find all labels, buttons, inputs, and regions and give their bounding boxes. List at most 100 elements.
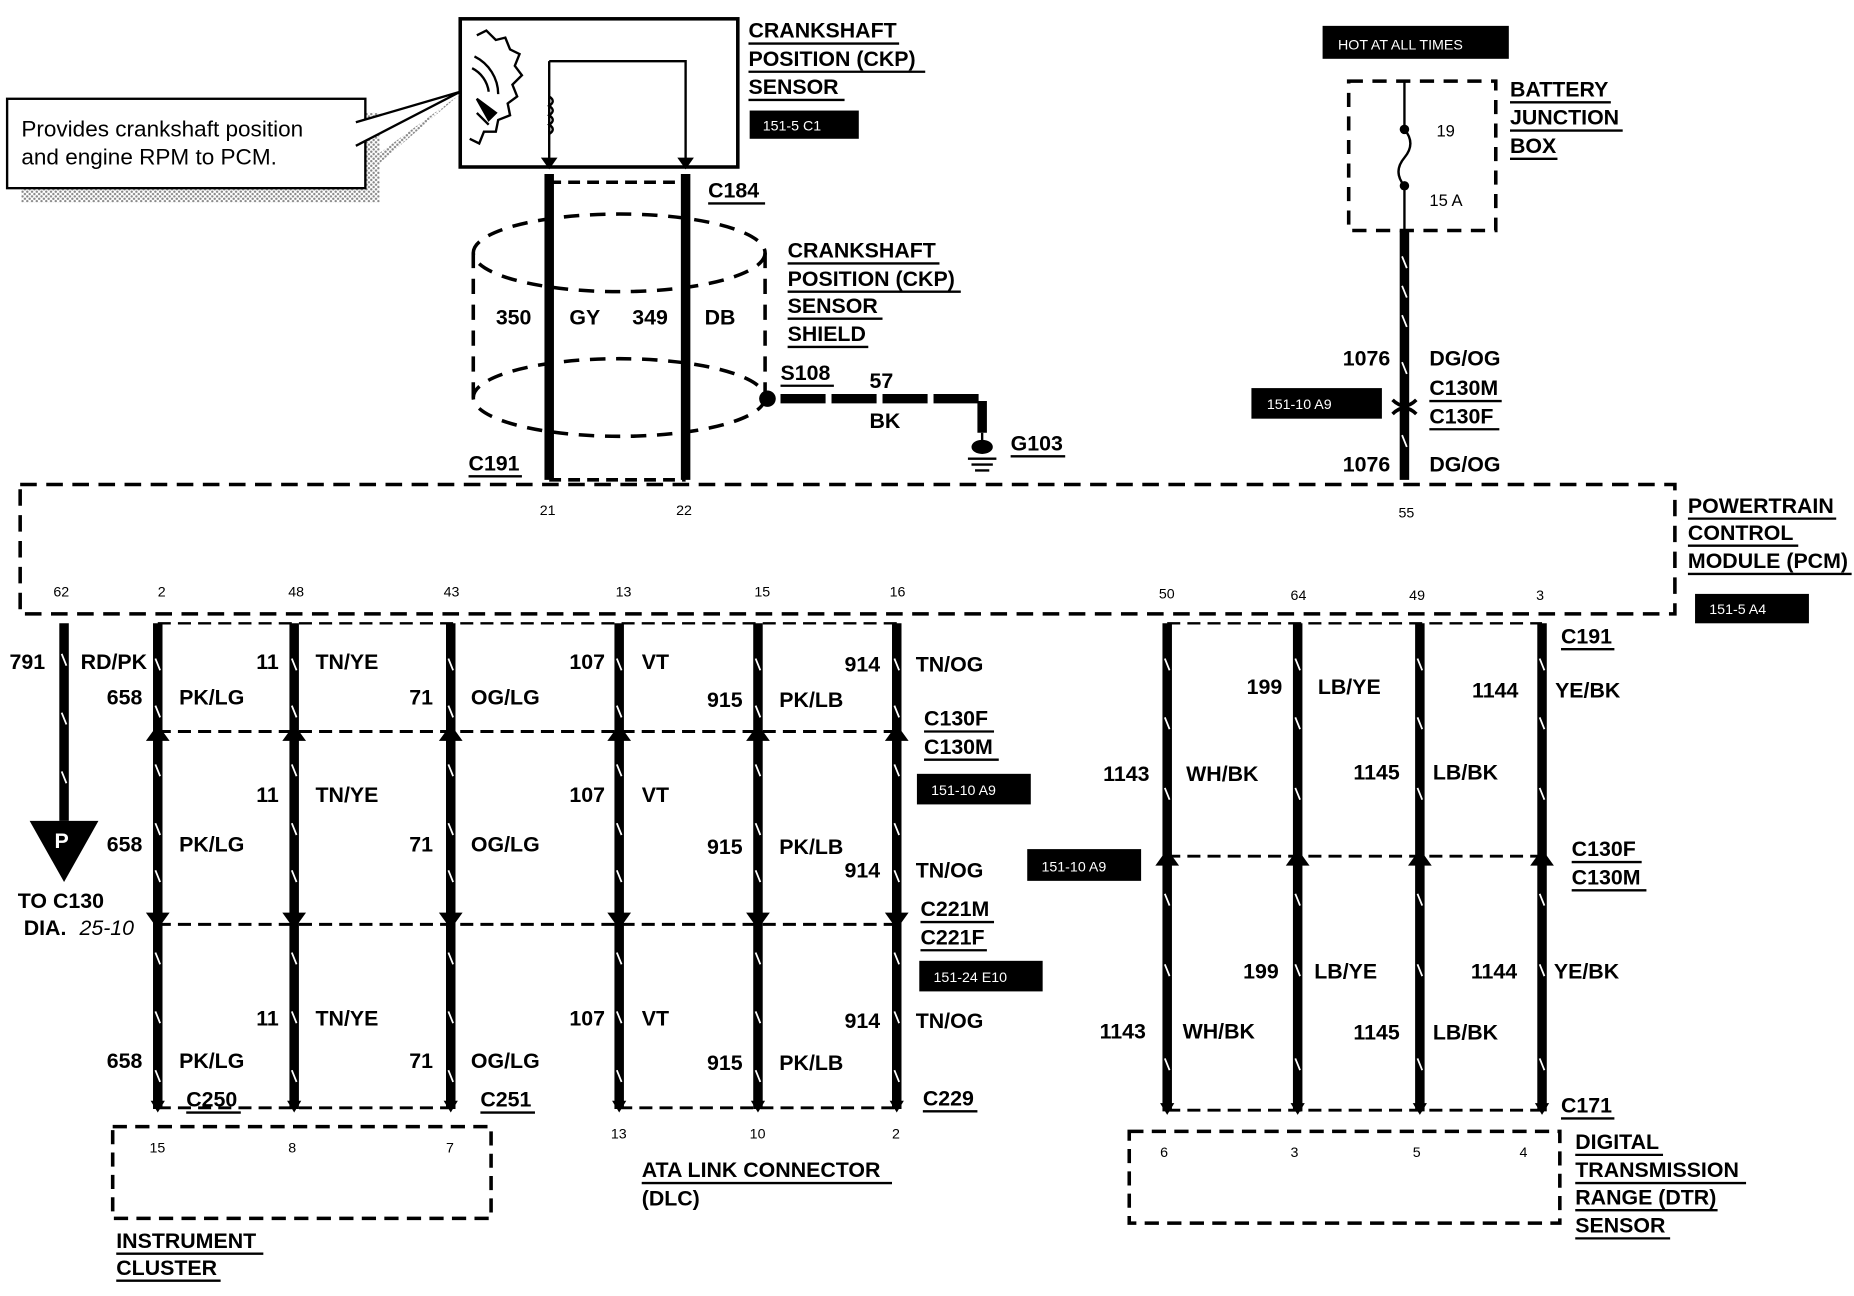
- dtr-name-3: RANGE (DTR): [1575, 1185, 1716, 1209]
- dtr-pin-6: 6: [1160, 1145, 1168, 1161]
- ref-c130-right: 151-10 A9: [1041, 859, 1106, 875]
- ckp-connector: C184: [708, 179, 759, 203]
- conn-c130m-right: C130M: [1572, 865, 1641, 889]
- conn-c130f-right: C130F: [1572, 837, 1636, 861]
- wire-1145-color-r2: LB/BK: [1433, 1021, 1499, 1045]
- ic-name-1: INSTRUMENT: [116, 1229, 256, 1253]
- dtr-pin-3: 3: [1291, 1145, 1299, 1161]
- shield-wire-349-color: DB: [705, 306, 736, 330]
- pcm-name-3: MODULE (PCM): [1688, 549, 1848, 573]
- pcm-name-1: POWERTRAIN: [1688, 494, 1834, 518]
- offpage-text: TO C130: [18, 889, 104, 913]
- hot-at-all-times-banner: HOT AT ALL TIMES: [1338, 37, 1463, 53]
- pcm-pin-55: 55: [1399, 506, 1415, 522]
- instrument-cluster: 15 8 7 INSTRUMENT CLUSTER: [110, 1124, 493, 1282]
- conn-c171: C171: [1561, 1094, 1612, 1118]
- wire-107-color-r1: VT: [642, 650, 669, 674]
- wire-914-color-r2: TN/OG: [916, 858, 984, 882]
- ckp-sensor-name-1: CRANKSHAFT: [748, 19, 896, 43]
- shield-name-3: SENSOR: [788, 294, 878, 318]
- function-callout: Provides crankshaft position and engine …: [5, 90, 461, 203]
- wire-658-color-r1: PK/LG: [179, 686, 244, 710]
- dtr-name-2: TRANSMISSION: [1575, 1158, 1739, 1182]
- bjb-name-1: BATTERY: [1510, 78, 1608, 102]
- conn-c130f-left: C130F: [924, 707, 988, 731]
- wire-1143-r1: 1143: [1103, 762, 1149, 786]
- dtr-pin-4: 4: [1519, 1145, 1527, 1161]
- wire-11-r2: 11: [256, 783, 279, 807]
- pcm-ref: 151-5 A4: [1709, 602, 1766, 618]
- wire-11-color-r2: TN/YE: [316, 783, 379, 807]
- dlc-pin-10: 10: [750, 1126, 766, 1142]
- ckp-sensor-ref: 151-5 C1: [763, 119, 822, 135]
- wire-915-color-r1: PK/LB: [779, 688, 843, 712]
- wire-199-r1: 199: [1247, 675, 1283, 699]
- wire-915-r1: 915: [707, 688, 743, 712]
- wire-11-r3: 11: [256, 1007, 279, 1031]
- dtr-name-4: SENSOR: [1575, 1214, 1665, 1238]
- pcm-name-2: CONTROL: [1688, 521, 1794, 545]
- wire-1144-r2: 1144: [1471, 960, 1517, 984]
- fuse-number: 19: [1436, 121, 1454, 140]
- dlc-pin-13: 13: [611, 1126, 627, 1142]
- ic-pin-7: 7: [446, 1141, 454, 1157]
- wire-107-r1: 107: [569, 650, 605, 674]
- bjb-name-2: JUNCTION: [1510, 106, 1619, 130]
- dlc-name-2: (DLC): [642, 1187, 700, 1211]
- ic-pin-15: 15: [149, 1141, 165, 1157]
- pcm-pin-15: 15: [754, 584, 770, 600]
- wire-914-r2: 914: [845, 858, 881, 882]
- wire-1144-color-r1: YE/BK: [1555, 678, 1621, 702]
- pcm-pin-13: 13: [616, 584, 632, 600]
- wire-199-color-r2: LB/YE: [1314, 960, 1377, 984]
- wire-914-r3: 914: [845, 1009, 881, 1033]
- wire-658-r3: 658: [107, 1049, 143, 1073]
- dtr-name-1: DIGITAL: [1575, 1130, 1659, 1154]
- wire-915-color-r3: PK/LB: [779, 1051, 843, 1075]
- wire-107-r3: 107: [569, 1007, 605, 1031]
- ref-c130-left: 151-10 A9: [931, 783, 996, 799]
- wire-71-r1: 71: [409, 686, 433, 710]
- wire-107-color-r3: VT: [642, 1007, 669, 1031]
- conn-c221f: C221F: [920, 925, 984, 949]
- ground-wire-number: 57: [869, 369, 893, 393]
- wire-71-r3: 71: [409, 1049, 433, 1073]
- ref-c221: 151-24 E10: [934, 970, 1008, 986]
- pcm-bottom-connector: C191: [1561, 624, 1612, 648]
- wire-1145-r1: 1145: [1353, 761, 1399, 785]
- wire-1144-r1: 1144: [1472, 678, 1518, 702]
- wire-791-color: RD/PK: [81, 650, 148, 674]
- wire-199-r2: 199: [1243, 960, 1279, 984]
- wire-914-r1: 914: [845, 653, 881, 677]
- offpage-symbol: P: [55, 829, 69, 853]
- wire-1145-color-r1: LB/BK: [1433, 761, 1499, 785]
- ckp-sensor-name-3: SENSOR: [748, 75, 838, 99]
- wire-1144-color-r2: YE/BK: [1554, 960, 1620, 984]
- dtr-pin-5: 5: [1413, 1145, 1421, 1161]
- conn-c221m: C221M: [920, 897, 989, 921]
- wire-1143-color-r2: WH/BK: [1183, 1020, 1256, 1044]
- dtr-sensor: 6 3 5 4 DIGITAL TRANSMISSION RANGE (DTR)…: [1127, 1129, 1747, 1240]
- pcm-pin-48: 48: [288, 584, 304, 600]
- offpage-dia-num: 25-10: [78, 916, 134, 940]
- ic-name-2: CLUSTER: [116, 1256, 217, 1280]
- wire-915-color-r2: PK/LB: [779, 835, 843, 859]
- pcm-pin-49: 49: [1409, 588, 1425, 604]
- pcm-module: 21 22 55 62 2 48 43 13 15 16 50 64 49 3 …: [18, 482, 1852, 651]
- wire-107-r2: 107: [569, 783, 605, 807]
- bjb-wire-number-bottom: 1076: [1343, 453, 1391, 477]
- wire-658-r1: 658: [107, 686, 143, 710]
- pcm-pin-21: 21: [540, 503, 556, 519]
- ic-pin-8: 8: [288, 1141, 296, 1157]
- wire-71-color-r1: OG/LG: [471, 686, 540, 710]
- fuse-rating: 15 A: [1429, 191, 1462, 210]
- wire-658-color-r3: PK/LG: [179, 1049, 244, 1073]
- shield-name-4: SHIELD: [788, 322, 866, 346]
- pcm-pin-43: 43: [444, 584, 460, 600]
- ground-wire-color: BK: [869, 409, 900, 433]
- pcm-pin-2: 2: [158, 584, 166, 600]
- wire-11-r1: 11: [256, 650, 279, 674]
- wire-915-r2: 915: [707, 835, 743, 859]
- bjb-connector-f: C130F: [1429, 404, 1493, 428]
